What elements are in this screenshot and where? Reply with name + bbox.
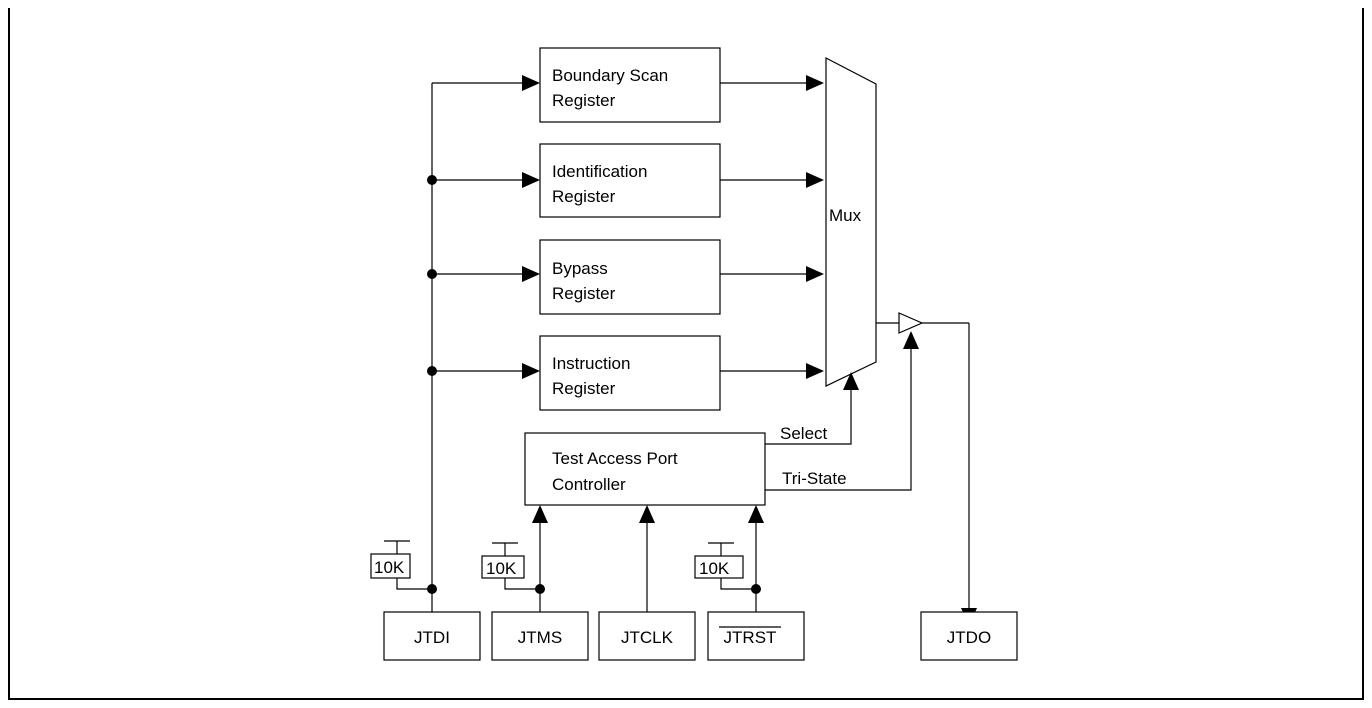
tri-state-signal: Tri-State bbox=[765, 331, 919, 491]
pullup-resistor-jtrst: 10K bbox=[694, 542, 756, 590]
jtms-pin: JTMS bbox=[491, 611, 589, 661]
jtms-line bbox=[532, 505, 548, 612]
svg-text:JTDI: JTDI bbox=[414, 628, 450, 647]
identification-register: Identification Register bbox=[539, 143, 721, 218]
svg-text:Select: Select bbox=[780, 424, 828, 443]
pullup-resistor-jtms: 10K bbox=[481, 542, 540, 590]
figure-frame bbox=[8, 8, 1364, 700]
svg-text:Tri-State: Tri-State bbox=[782, 469, 847, 488]
tap-controller: Test Access Port Controller bbox=[524, 432, 766, 506]
bypass-register: Bypass Register bbox=[539, 239, 721, 315]
svg-text:10K: 10K bbox=[699, 559, 730, 578]
svg-text:Boundary Scan: Boundary Scan bbox=[552, 66, 668, 85]
register-to-mux-arrows bbox=[720, 75, 824, 379]
svg-text:JTRST: JTRST bbox=[724, 628, 777, 647]
svg-text:JTCLK: JTCLK bbox=[621, 628, 674, 647]
svg-text:Register: Register bbox=[552, 91, 616, 110]
jtclk-pin: JTCLK bbox=[598, 611, 696, 661]
svg-text:10K: 10K bbox=[486, 559, 517, 578]
jtrst-line bbox=[748, 505, 764, 612]
svg-text:Register: Register bbox=[552, 284, 616, 303]
jtdi-bus bbox=[427, 75, 540, 590]
instruction-register: Instruction Register bbox=[539, 335, 721, 411]
jtdo-pin: JTDO bbox=[920, 611, 1018, 661]
svg-text:Register: Register bbox=[552, 187, 616, 206]
svg-text:Identification: Identification bbox=[552, 162, 647, 181]
jtrst-pin: JTRST bbox=[707, 611, 805, 661]
jtdi-pin: JTDI bbox=[383, 611, 481, 661]
svg-text:Bypass: Bypass bbox=[552, 259, 608, 278]
output-buffer bbox=[876, 312, 977, 626]
svg-text:Mux: Mux bbox=[829, 206, 862, 225]
svg-text:JTMS: JTMS bbox=[518, 628, 562, 647]
mux: Mux bbox=[825, 57, 877, 387]
svg-text:JTDO: JTDO bbox=[947, 628, 991, 647]
svg-text:10K: 10K bbox=[374, 558, 405, 577]
svg-text:Test Access Port: Test Access Port bbox=[552, 449, 678, 468]
svg-text:Register: Register bbox=[552, 379, 616, 398]
svg-text:Instruction: Instruction bbox=[552, 354, 630, 373]
select-signal: Select bbox=[765, 372, 859, 445]
pullup-resistor-jtdi: 10K bbox=[370, 540, 432, 590]
boundary-scan-register: Boundary Scan Register bbox=[539, 47, 721, 123]
svg-text:Controller: Controller bbox=[552, 475, 626, 494]
jtclk-line bbox=[639, 505, 655, 612]
